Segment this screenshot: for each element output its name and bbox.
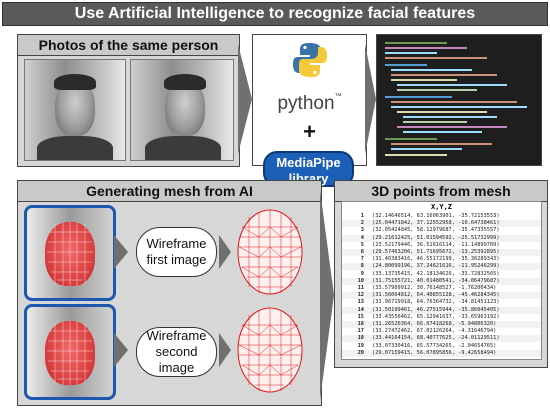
- row-index: 19: [357, 342, 364, 349]
- row-index: 20: [357, 349, 364, 356]
- row-index: 10: [357, 277, 364, 284]
- row-index: 16: [357, 321, 364, 327]
- row-value: (33.07330416, 65.57734265, -2.04654765): [372, 342, 497, 349]
- photos-panel-heading: Photos of the same person: [18, 35, 239, 56]
- row-value: (25.04471842, 37.12552958, -10.64738461): [372, 220, 500, 227]
- points-panel-heading: 3D points from mesh: [335, 181, 547, 202]
- row-index: 11: [357, 285, 364, 291]
- row-index: 17: [357, 328, 364, 335]
- row-value: (24.80099196, 37.24621616, -11.95246299): [372, 263, 500, 270]
- arrow-right-icon: [320, 190, 334, 400]
- wireframe-second-label: Wireframe second image: [136, 327, 217, 377]
- row-index: 13: [357, 299, 364, 306]
- row-value: (31.56064812, 64.40855128, -45.46284345): [372, 292, 500, 299]
- row-value: (31.50199461, 46.27515944, -35.86045405): [372, 306, 500, 313]
- table-row: 19 (33.07330416, 65.57734265, -2.04654765…: [342, 343, 541, 350]
- row-value: (31.46383416, 46.55172199, -35.36289343): [372, 256, 500, 263]
- row-index: 6: [360, 249, 364, 255]
- chevron-right-icon: [114, 235, 128, 269]
- wireframe-mesh-second: [237, 307, 303, 393]
- table-row: 3 (32.05424845, 58.12979687, -35.47335557…: [342, 227, 541, 234]
- chevron-right-icon: [219, 235, 231, 269]
- table-row: 1 (32.14646514, 63.16063901, -35.72153553…: [342, 213, 541, 220]
- row-value: (31.75155721, 40.01480541, -34.06479687): [372, 277, 500, 284]
- row-value: (33.43556462, 65.12941637, -33.65963192): [372, 313, 500, 320]
- row-index: 7: [360, 256, 364, 263]
- plus-sign: +: [303, 119, 316, 144]
- row-index: 8: [360, 263, 364, 270]
- row-value: (29.21612425, 51.01594592, -25.51732999): [372, 234, 500, 241]
- row-index: 4: [360, 234, 364, 241]
- photo-front-face: [24, 59, 126, 161]
- table-row: 7 (31.46383416, 46.55172199, -35.36289343…: [342, 256, 541, 263]
- row-index: 14: [357, 306, 364, 313]
- row-value: (29.07159415, 56.07895856, -9.42658494): [372, 349, 497, 356]
- row-value: (33.57909912, 30.76148527, -1.76200434): [372, 285, 497, 291]
- row-index: 1: [360, 213, 364, 219]
- mesh-photo-second: [24, 304, 116, 400]
- table-row: 2 (25.04471842, 37.12552958, -10.64738461…: [342, 220, 541, 228]
- table-row: 8 (24.80099196, 37.24621616, -11.95246299…: [342, 263, 541, 271]
- chevron-right-icon: [114, 333, 128, 367]
- row-index: 3: [360, 227, 364, 234]
- photo-side-face: [130, 59, 234, 161]
- row-index: 9: [360, 270, 364, 277]
- arrow-right-icon: [238, 44, 252, 154]
- table-row: 6 (29.57463206, 51.71695672, -13.25392895…: [342, 249, 541, 256]
- table-row: 15 (33.43556462, 65.12941637, -33.6596319…: [342, 314, 541, 321]
- mesh-panel-heading: Generating mesh from AI: [18, 181, 321, 202]
- table-row: 13 (31.96719918, 64.76364732, -34.8145112…: [342, 299, 541, 306]
- page-title: Use Artificial Intelligence to recognize…: [2, 2, 548, 26]
- arrow-right-icon: [365, 44, 376, 154]
- table-row: 5 (23.52179446, 36.51616114, -11.14899709…: [342, 242, 541, 249]
- photos-panel: Photos of the same person: [17, 34, 240, 167]
- chevron-right-icon: [219, 333, 231, 367]
- row-value: (32.14646514, 63.16063901, -35.72153553): [372, 213, 500, 219]
- code-lines-graphic: [385, 42, 527, 156]
- row-index: 15: [357, 313, 364, 320]
- wireframe-mesh-first: [237, 209, 303, 295]
- row-value: (23.52179446, 36.51616114, -11.14899709): [372, 241, 500, 248]
- row-value: (33.13735415, 42.18134626, -33.72832565): [372, 270, 500, 277]
- points-table: X,Y,Z 1 (32.14646514, 63.16063901, -35.72…: [341, 201, 542, 360]
- row-value: (33.27472462, 67.02126264, -4.31646794): [372, 328, 497, 335]
- table-row: 11 (33.57909912, 30.76148527, -1.76200434…: [342, 285, 541, 292]
- table-row: 12 (31.56064812, 64.40855128, -45.4628434…: [342, 292, 541, 300]
- mediapipe-label: MediaPipe: [276, 155, 341, 170]
- table-row: 14 (31.50199461, 46.27515944, -35.8604540…: [342, 306, 541, 314]
- table-row: 4 (29.21612425, 51.01594592, -25.51732999…: [342, 234, 541, 242]
- row-value: (31.96719918, 64.76364732, -34.81451123): [372, 299, 500, 306]
- mesh-panel: Generating mesh from AI Wireframe first …: [17, 180, 322, 406]
- library-logos-box: python™ + MediaPipe library: [252, 34, 367, 187]
- code-editor-screenshot: [376, 34, 542, 166]
- python-logo-text: python™: [277, 93, 342, 114]
- table-row: 16 (31.26520364, 66.07418268, -5.94806320…: [342, 321, 541, 328]
- points-table-header: X,Y,Z: [430, 203, 453, 211]
- table-row: 20 (29.07159415, 56.07895856, -9.42658494…: [342, 349, 541, 357]
- row-value: (29.57463206, 51.71695672, -13.25392895): [372, 249, 500, 255]
- table-row: 10 (31.75155721, 40.01480541, -34.0647968…: [342, 277, 541, 285]
- table-row: 18 (33.44164154, 68.40777625, -24.0112951…: [342, 335, 541, 343]
- row-value: (33.44164154, 68.40777625, -24.01129511): [372, 335, 500, 342]
- table-row: 17 (33.27472462, 67.02126264, -4.31646794…: [342, 328, 541, 335]
- row-index: 12: [357, 292, 364, 299]
- row-index: 2: [360, 220, 364, 227]
- table-row: 9 (33.13735415, 42.18134626, -33.72832565…: [342, 271, 541, 278]
- python-logo-icon: [293, 43, 327, 77]
- row-value: (31.26520364, 66.07418268, -5.94806320): [372, 321, 497, 327]
- row-index: 18: [357, 335, 364, 342]
- row-index: 5: [360, 241, 364, 248]
- wireframe-first-label: Wireframe first image: [136, 227, 217, 277]
- row-value: (32.05424845, 58.12979687, -35.47335557): [372, 227, 500, 234]
- mesh-photo-first: [24, 205, 116, 301]
